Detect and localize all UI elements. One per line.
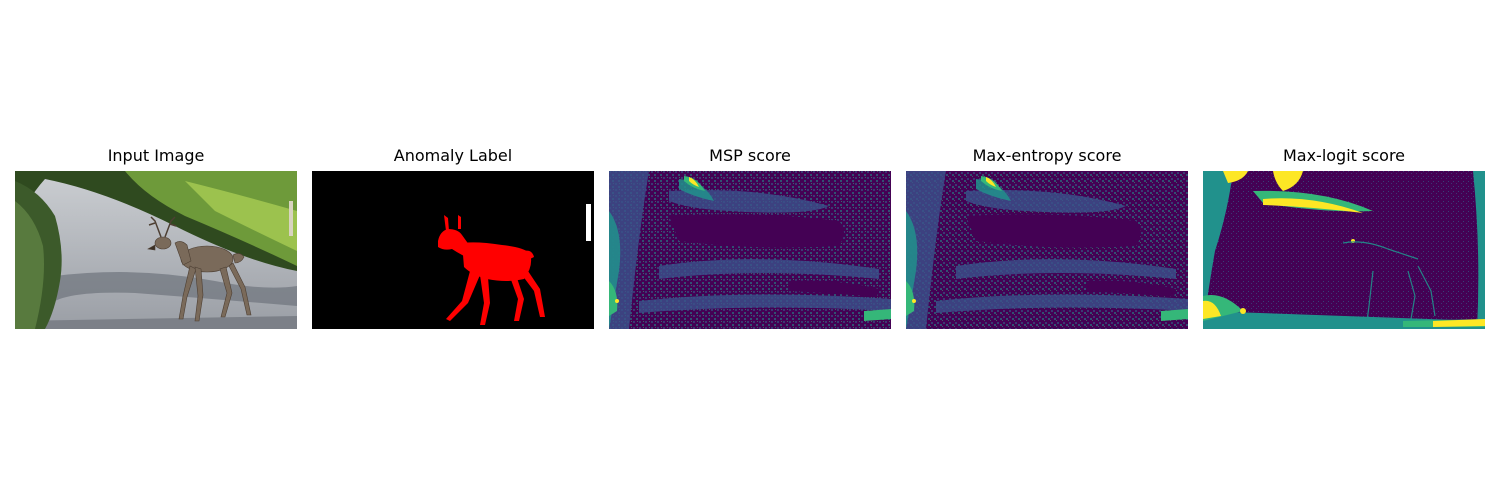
max-entropy-heatmap [906,171,1188,329]
title-max-logit-score: Max-logit score [1282,146,1406,165]
max-entropy-score-panel [906,171,1188,329]
msp-score-panel [609,171,891,329]
void-mask [586,204,591,241]
anomaly-mask [312,171,594,329]
input-image-panel [15,171,297,329]
deer-photo [15,171,297,329]
anomaly-label-panel [312,171,594,329]
deer-mask [438,215,545,325]
title-input-image: Input Image [107,146,205,165]
max-logit-score-panel [1203,171,1485,329]
title-max-entropy-score: Max-entropy score [972,146,1122,165]
title-msp-score: MSP score [709,146,791,165]
msp-heatmap [609,171,891,329]
title-anomaly-label: Anomaly Label [393,146,513,165]
max-logit-heatmap [1203,171,1485,329]
